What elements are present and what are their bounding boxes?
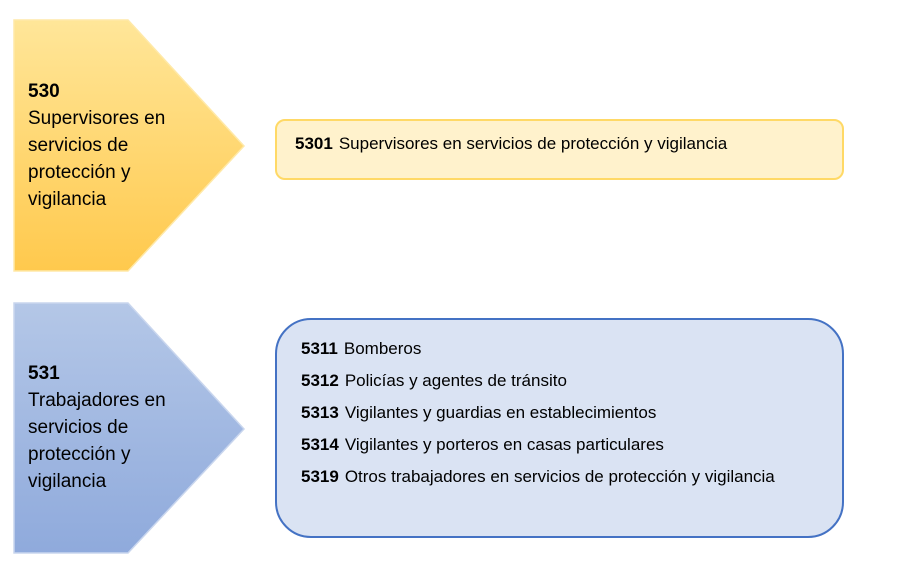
list-item: 5313 Vigilantes y guardias en establecim… [301,402,818,424]
detail-box-530: 5301 Supervisores en servicios de protec… [275,119,844,180]
group-code: 531 [28,363,60,384]
item-label: Policías y agentes de tránsito [344,371,567,390]
item-code: 5313 [301,403,339,422]
arrow-label-531: 531 Trabajadores en servicios de protecc… [28,360,178,495]
group-title: Trabajadores en servicios de protección … [28,390,166,492]
detail-box-531: 5311 Bomberos 5312 Policías y agentes de… [275,318,844,538]
item-label: Vigilantes y porteros en casas particula… [344,435,664,454]
item-code: 5314 [301,435,339,454]
arrow-shape-531 [13,302,246,554]
list-item: 5319 Otros trabajadores en servicios de … [301,466,818,488]
item-code: 5301 [295,134,333,153]
item-label: Bomberos [343,339,422,358]
list-item: 5312 Policías y agentes de tránsito [301,370,818,392]
arrow-shape-530 [13,19,246,272]
list-item: 5311 Bomberos [301,338,818,360]
item-label: Supervisores en servicios de protección … [338,134,728,153]
item-code: 5311 [301,339,338,358]
list-item: 5314 Vigilantes y porteros en casas part… [301,434,818,456]
arrow-label-530: 530 Supervisores en servicios de protecc… [28,78,178,213]
group-code: 530 [28,81,60,102]
item-code: 5312 [301,371,339,390]
list-item: 5301 Supervisores en servicios de protec… [295,133,824,155]
group-title: Supervisores en servicios de protección … [28,108,166,210]
item-code: 5319 [301,467,339,486]
item-label: Otros trabajadores en servicios de prote… [344,467,775,486]
item-label: Vigilantes y guardias en establecimiento… [344,403,657,422]
